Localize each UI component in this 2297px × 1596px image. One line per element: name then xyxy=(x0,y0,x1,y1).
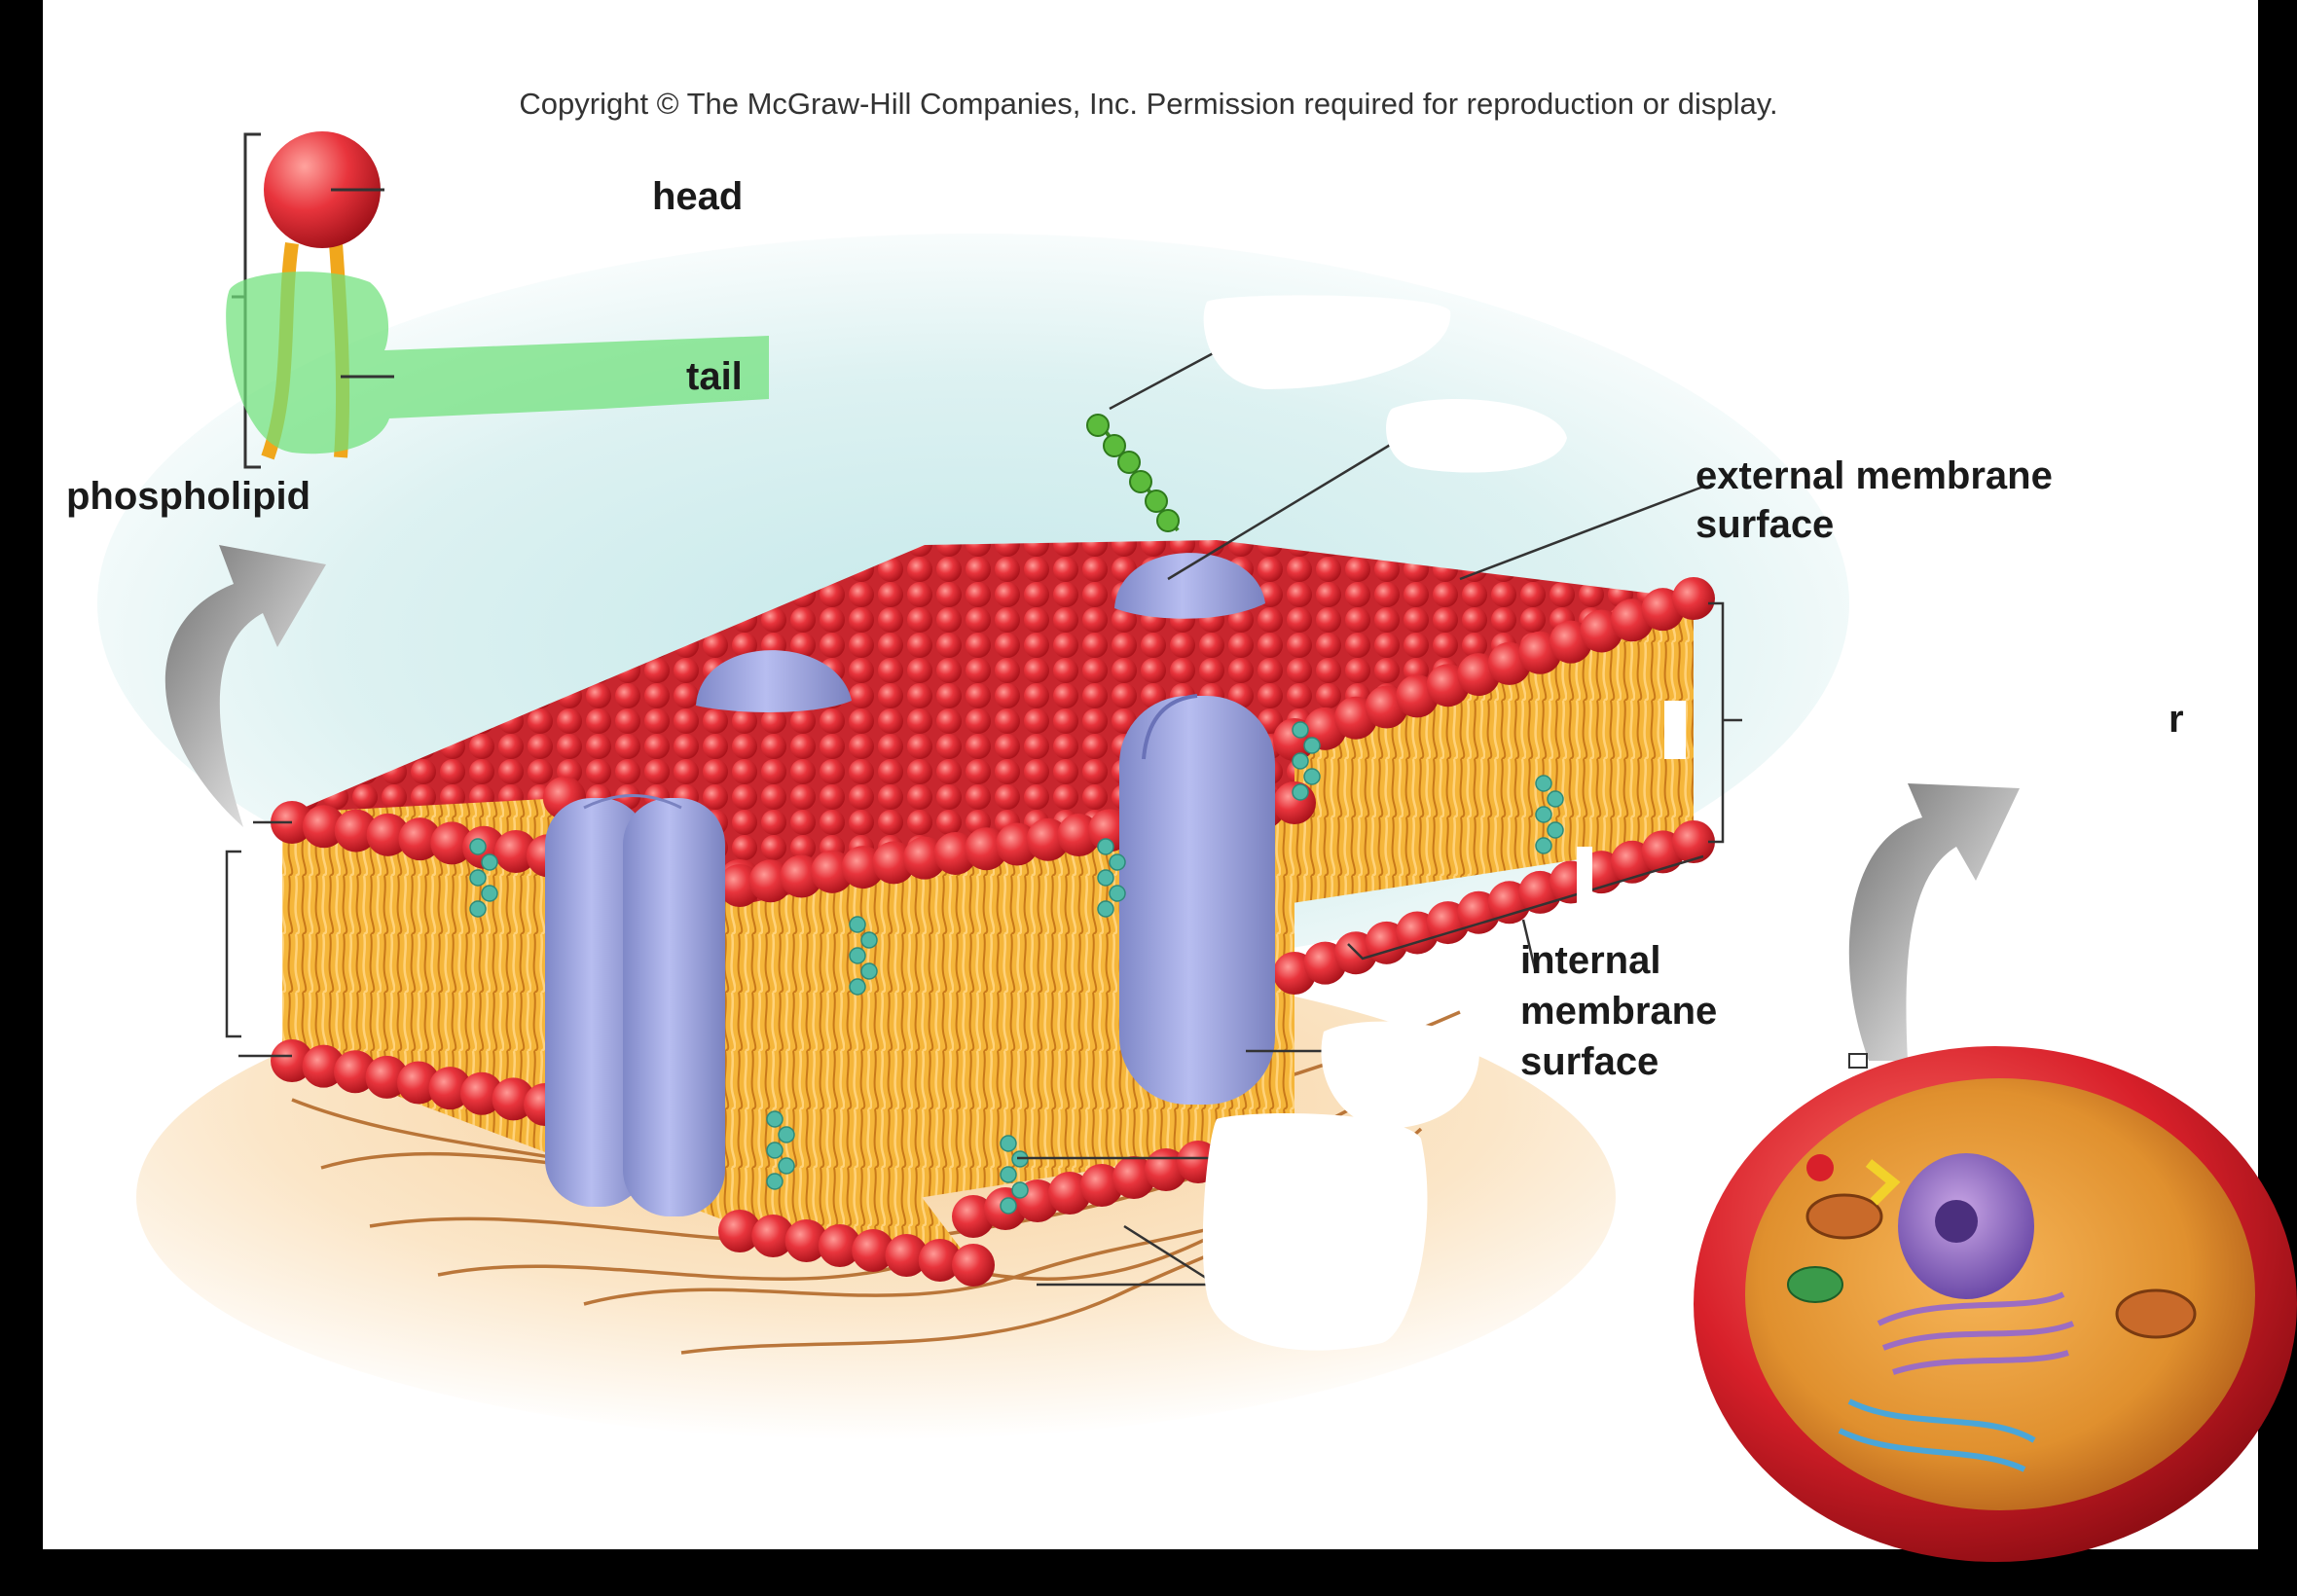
cholesterol-bead xyxy=(1535,806,1552,823)
lipid-head xyxy=(334,809,378,852)
arrow-to-phospholipid xyxy=(164,545,326,827)
label-phospholipid: phospholipid xyxy=(66,475,310,518)
cholesterol-bead xyxy=(1535,775,1552,792)
sugar-bead xyxy=(1145,490,1168,513)
bottom-border xyxy=(0,1549,2297,1596)
cholesterol-bead xyxy=(860,931,878,949)
lipid-head xyxy=(718,1210,761,1252)
cholesterol-bead xyxy=(481,885,498,902)
lipid-head xyxy=(398,817,442,861)
label-internal: internal xyxy=(1520,939,1660,982)
lipid-head xyxy=(1112,1156,1155,1199)
cholesterol-bead xyxy=(1011,1181,1029,1199)
cholesterol-bead xyxy=(1535,837,1552,854)
cholesterol-bead xyxy=(1097,869,1114,887)
lipid-head xyxy=(751,1215,795,1257)
cholesterol-bead xyxy=(1000,1135,1017,1152)
lipid-head xyxy=(1048,1172,1091,1215)
label-external-membrane: external membrane xyxy=(1695,454,2053,497)
cholesterol-bead xyxy=(1547,790,1564,808)
cholesterol-bead xyxy=(1097,900,1114,918)
lipid-head xyxy=(366,813,410,856)
cholesterol-bead xyxy=(1000,1197,1017,1215)
cholesterol-bead xyxy=(849,916,866,933)
cholesterol-bead xyxy=(469,900,487,918)
lipid-head xyxy=(1672,820,1715,863)
lipid-head xyxy=(365,1055,409,1099)
lipid-head xyxy=(952,1244,995,1287)
label-head: head xyxy=(652,175,743,218)
lipid-head xyxy=(460,1071,503,1115)
lipid-head xyxy=(885,1234,929,1277)
sugar-bead xyxy=(1129,470,1152,493)
lipid-head xyxy=(302,1044,346,1088)
sugar-bead xyxy=(1117,451,1141,474)
carbohydrate-chain xyxy=(1086,414,1180,532)
label-tail: tail xyxy=(686,355,743,398)
lipid-head xyxy=(302,805,346,849)
cholesterol-bead xyxy=(766,1142,784,1159)
label-internal-membrane: membrane xyxy=(1520,990,1717,1033)
arrow-from-cell xyxy=(1848,783,2020,1061)
lipid-head xyxy=(334,1050,377,1094)
label-external-surface: surface xyxy=(1695,503,1834,546)
phospholipid-inset xyxy=(226,131,769,469)
label-whiteouts xyxy=(1202,295,1686,1351)
lipid-head xyxy=(818,1224,861,1267)
lipid-head xyxy=(784,1219,828,1262)
phospholipid-head xyxy=(264,131,381,248)
cholesterol-bead xyxy=(481,853,498,871)
cholesterol-bead xyxy=(766,1173,784,1190)
cholesterol-bead xyxy=(1109,853,1126,871)
lipid-head xyxy=(918,1239,962,1282)
cholesterol-bead xyxy=(766,1110,784,1128)
cholesterol-bead xyxy=(849,947,866,964)
lipid-head xyxy=(428,1067,472,1110)
lipid-head xyxy=(1672,577,1715,620)
lipid-head xyxy=(852,1229,895,1272)
transmembrane-protein xyxy=(1119,694,1275,1105)
sugar-bead xyxy=(1086,414,1110,437)
peripheral-protein-left xyxy=(696,650,852,712)
sugar-bead xyxy=(1156,509,1180,532)
cholesterol-bead xyxy=(860,962,878,980)
animal-cell xyxy=(1694,1046,2297,1562)
lipid-head xyxy=(492,1077,535,1121)
cholesterol-bead xyxy=(1000,1166,1017,1183)
cholesterol-bead xyxy=(1303,768,1321,785)
lipid-head xyxy=(271,1039,313,1082)
cholesterol-bead xyxy=(1097,838,1114,855)
leader-lines xyxy=(225,334,1742,1287)
lipid-head xyxy=(397,1061,440,1105)
cholesterol-bead xyxy=(1292,721,1309,739)
cholesterol-bead xyxy=(778,1157,795,1175)
outer-leaflet-surface xyxy=(292,540,1694,876)
cholesterol-bead xyxy=(1109,885,1126,902)
lipid-head xyxy=(430,821,474,865)
label-bilayer-fragment: r xyxy=(2169,698,2184,741)
lipid-head xyxy=(494,830,537,873)
peripheral-protein-right xyxy=(1114,553,1265,619)
tail-highlight xyxy=(226,272,769,454)
label-internal-surface: surface xyxy=(1520,1040,1659,1083)
left-border xyxy=(0,0,43,1596)
cholesterol-molecules xyxy=(469,721,1564,1215)
cholesterol-bead xyxy=(1303,737,1321,754)
cholesterol-bead xyxy=(469,869,487,887)
lipid-head xyxy=(952,1195,995,1238)
copyright-notice: Copyright © The McGraw-Hill Companies, I… xyxy=(519,87,1777,121)
sugar-bead xyxy=(1103,434,1126,457)
cholesterol-bead xyxy=(778,1126,795,1143)
cholesterol-bead xyxy=(1292,783,1309,801)
lipid-head xyxy=(1080,1164,1123,1207)
cholesterol-bead xyxy=(849,978,866,996)
cholesterol-bead xyxy=(469,838,487,855)
channel-protein xyxy=(545,794,725,1216)
cholesterol-bead xyxy=(1547,821,1564,839)
cholesterol-bead xyxy=(1292,752,1309,770)
